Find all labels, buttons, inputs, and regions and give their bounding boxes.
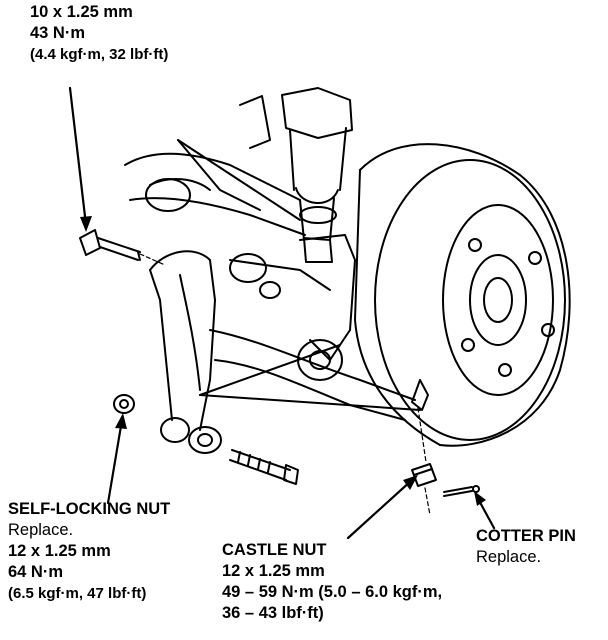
top-spec-label: 10 x 1.25 mm 43 N·m (4.4 kgf·m, 32 lbf·f… xyxy=(30,2,168,65)
alignment-lines xyxy=(139,253,431,516)
cotter-pin-title: COTTER PIN xyxy=(476,527,576,545)
castle-nut-torque: 49 – 59 N·m (5.0 – 6.0 kgf·m, xyxy=(222,583,443,601)
castle-nut-torque-cont: 36 – 43 lbf·ft) xyxy=(222,604,324,622)
self-locking-nut-label: SELF-LOCKING NUT Replace. 12 x 1.25 mm 6… xyxy=(8,499,170,604)
self-locking-nut-note: Replace. xyxy=(8,521,74,539)
self-locking-nut-shape xyxy=(113,394,135,414)
cotter-pin-shape xyxy=(443,485,480,497)
cotter-pin-label: COTTER PIN Replace. xyxy=(476,526,576,568)
castle-nut-label: CASTLE NUT 12 x 1.25 mm 49 – 59 N·m (5.0… xyxy=(222,540,442,624)
castle-nut-arrow xyxy=(346,478,414,540)
self-locking-nut-size: 12 x 1.25 mm xyxy=(8,542,111,560)
castle-nut-size: 12 x 1.25 mm xyxy=(222,562,325,580)
self-locking-nut-title: SELF-LOCKING NUT xyxy=(8,500,171,518)
lower-bolt xyxy=(229,449,299,485)
lower-control-arm xyxy=(199,329,421,421)
steering-knuckle xyxy=(229,234,356,361)
self-locking-nut-arrow xyxy=(106,418,124,505)
top-spec-torque-alt: (4.4 kgf·m, 32 lbf·ft) xyxy=(30,46,169,63)
self-locking-nut-torque-alt: (6.5 kgf·m, 47 lbf·ft) xyxy=(8,585,147,602)
strut-assembly xyxy=(239,87,353,263)
top-bolt xyxy=(79,229,141,261)
damper-fork xyxy=(149,250,222,454)
brake-disc xyxy=(354,143,571,447)
upper-control-arm xyxy=(124,139,306,236)
top-spec-torque: 43 N·m xyxy=(30,24,86,42)
castle-nut-shape xyxy=(411,379,437,487)
top-spec-thread: 10 x 1.25 mm xyxy=(30,3,133,21)
top-spec-arrow xyxy=(68,86,88,227)
cotter-pin-note: Replace. xyxy=(476,548,542,566)
castle-nut-title: CASTLE NUT xyxy=(222,541,327,559)
self-locking-nut-torque: 64 N·m xyxy=(8,563,64,581)
